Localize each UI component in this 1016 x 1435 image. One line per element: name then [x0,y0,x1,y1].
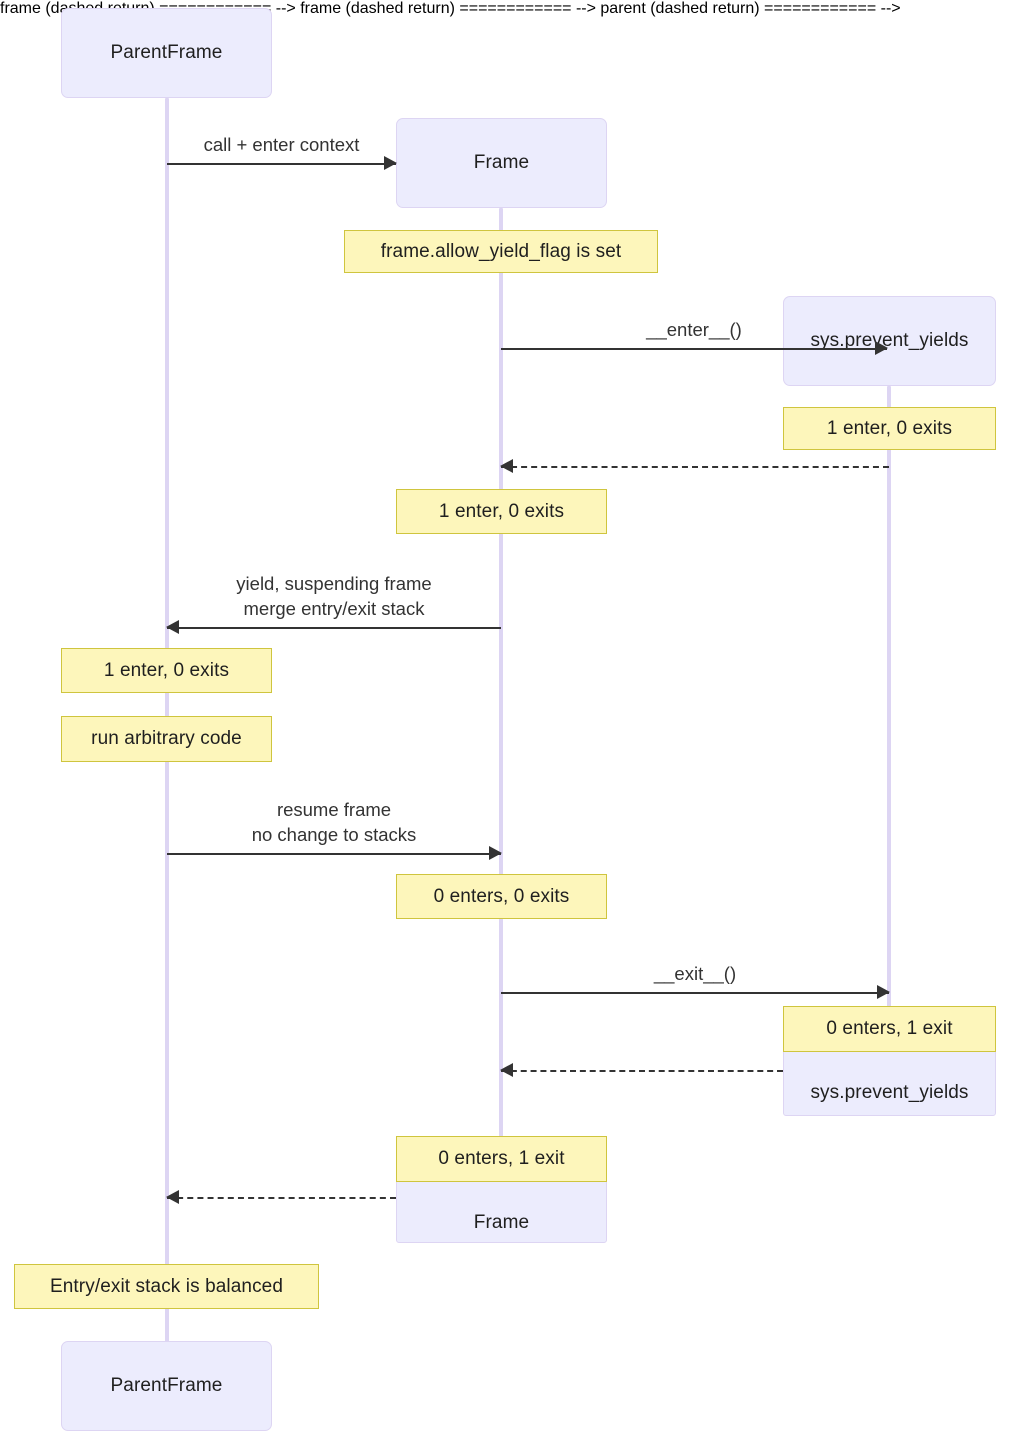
note-frame-1-enter-0-exits: 1 enter, 0 exits [396,489,607,534]
participant-label: sys.prevent_yields [810,1082,969,1103]
participant-parentframe-top[interactable]: ParentFrame [61,8,272,98]
message-label: __enter__() [646,319,742,340]
arrowhead-left-icon [500,1063,513,1077]
note-sys-0-enters-1-exit: 0 enters, 1 exit [783,1006,996,1052]
lifeline-frame [499,208,503,1183]
note-sys-1-enter-0-exits: 1 enter, 0 exits [783,407,996,450]
participant-frame-top[interactable]: Frame [396,118,607,208]
note-parent-1-enter-0-exits: 1 enter, 0 exits [61,648,272,693]
note-allow-yield-flag: frame.allow_yield_flag is set [344,230,658,273]
note-text: 0 enters, 0 exits [433,885,570,907]
note-text: Entry/exit stack is balanced [49,1275,284,1297]
message-label: resume frame no change to stacks [251,799,417,845]
participant-label: Frame [473,152,530,173]
note-text: 1 enter, 0 exits [438,500,565,522]
arrowhead-left-icon [166,1190,179,1204]
participant-sys-prevent-yields-top[interactable]: sys.prevent_yields [783,296,996,386]
message-line [167,627,501,629]
note-text: run arbitrary code [91,728,242,749]
note-frame-0-enters-1-exit: 0 enters, 1 exit [396,1136,607,1182]
note-text: 1 enter, 0 exits [103,659,230,681]
arrowhead-right-icon [384,156,397,170]
message-line [167,853,501,855]
participant-sys-prevent-yields-bottom[interactable]: sys.prevent_yields [783,1051,996,1116]
arrowhead-left-icon [166,620,179,634]
message-line [501,992,889,994]
arrowhead-right-icon [489,846,502,860]
note-text: 0 enters, 1 exit [826,1018,953,1039]
message-line [501,1070,783,1072]
message-label: __exit__() [653,963,737,984]
lifeline-sys-prevent-yields [887,386,891,1051]
participant-frame-bottom[interactable]: Frame [396,1181,607,1243]
note-frame-0-enters-0-exits: 0 enters, 0 exits [396,874,607,919]
participant-label: ParentFrame [110,42,223,63]
message-line [501,466,889,468]
participant-parentframe-bottom[interactable]: ParentFrame [61,1341,272,1431]
arrowhead-right-icon [875,341,888,355]
arrowhead-right-icon [877,985,890,999]
note-entry-exit-stack-balanced: Entry/exit stack is balanced [14,1264,319,1309]
participant-label: Frame [473,1212,530,1233]
message-line [501,348,887,350]
message-label: call + enter context [203,134,360,155]
message-label: yield, suspending frame merge entry/exit… [236,573,432,619]
message-line [167,163,396,165]
arrowhead-left-icon [500,459,513,473]
note-text: 1 enter, 0 exits [826,417,953,439]
note-text: 0 enters, 1 exit [438,1148,565,1169]
participant-label: ParentFrame [110,1375,223,1396]
message-line [167,1197,396,1199]
note-run-arbitrary-code: run arbitrary code [61,716,272,762]
participant-label: sys.prevent_yields [810,330,969,351]
note-text: frame.allow_yield_flag is set [380,240,622,262]
